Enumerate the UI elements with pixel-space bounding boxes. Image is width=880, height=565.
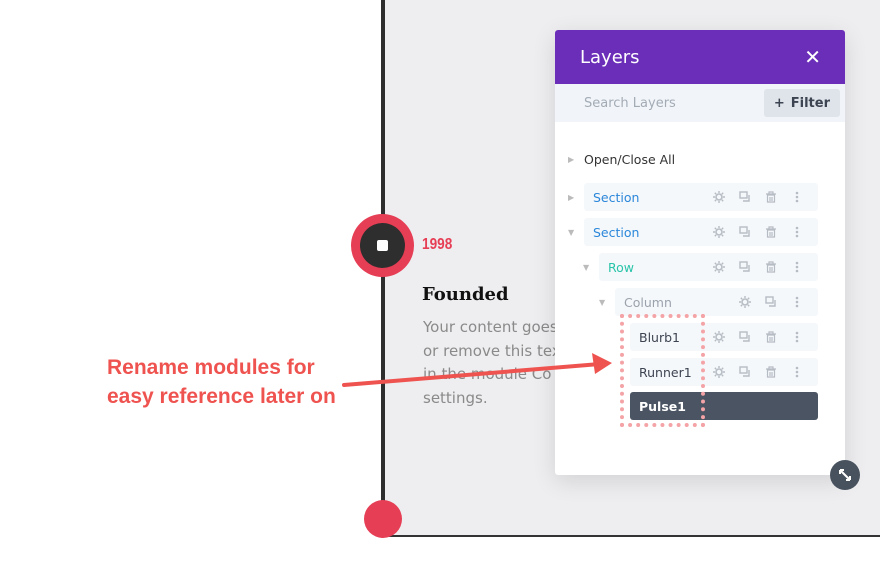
layer-item[interactable]: Column	[615, 288, 818, 316]
more-icon[interactable]	[784, 331, 810, 343]
close-icon[interactable]: ✕	[804, 45, 821, 69]
gear-icon[interactable]	[732, 296, 758, 308]
layer-item[interactable]: Section	[584, 183, 818, 211]
duplicate-icon[interactable]	[732, 331, 758, 343]
trash-icon[interactable]	[758, 226, 784, 238]
timeline-body: Your content goes or remove this tex in …	[423, 316, 561, 410]
layer-item[interactable]: Blurb1	[630, 323, 818, 351]
filter-label: Filter	[790, 95, 830, 111]
filter-button[interactable]: + Filter	[763, 89, 840, 117]
body-line: or remove this tex	[423, 341, 561, 360]
layer-label: Section	[593, 189, 640, 205]
trash-icon[interactable]	[758, 331, 784, 343]
timeline-marker	[351, 214, 414, 277]
duplicate-icon[interactable]	[758, 296, 784, 308]
layers-header: Layers ✕	[555, 30, 845, 84]
layer-item[interactable]: Runner1	[630, 358, 818, 386]
timeline-end-marker	[364, 500, 402, 538]
caret-right-icon: ▶	[568, 155, 575, 164]
more-icon[interactable]	[784, 191, 810, 203]
body-line: settings.	[423, 388, 488, 407]
trash-icon[interactable]	[758, 366, 784, 378]
more-icon[interactable]	[784, 261, 810, 273]
timeline-year: 1998	[422, 236, 453, 253]
layer-label: Runner1	[639, 364, 692, 380]
duplicate-icon[interactable]	[732, 191, 758, 203]
gear-icon[interactable]	[706, 226, 732, 238]
layer-label: Column	[624, 294, 672, 310]
layer-label: Blurb1	[639, 329, 680, 345]
gear-icon[interactable]	[706, 261, 732, 273]
layer-label: Section	[593, 224, 640, 240]
layer-item[interactable]: Row	[599, 253, 818, 281]
duplicate-icon[interactable]	[732, 261, 758, 273]
gear-icon[interactable]	[706, 191, 732, 203]
square-icon	[377, 240, 388, 251]
layer-row-column[interactable]: ▼ Column	[599, 288, 818, 316]
duplicate-icon[interactable]	[732, 366, 758, 378]
expand-icon[interactable]	[830, 460, 860, 490]
gear-icon[interactable]	[706, 331, 732, 343]
layer-row-section[interactable]: ▼ Section	[568, 218, 818, 246]
layer-row-row[interactable]: ▼ Row	[583, 253, 818, 281]
layers-search-bar: + Filter	[555, 84, 845, 122]
gear-icon[interactable]	[706, 366, 732, 378]
trash-icon[interactable]	[758, 261, 784, 273]
layers-title: Layers	[580, 46, 640, 68]
more-icon[interactable]	[784, 366, 810, 378]
open-close-all[interactable]: ▶ Open/Close All	[568, 152, 675, 167]
layer-label: Row	[608, 259, 634, 275]
caret-right-icon[interactable]: ▶	[568, 192, 575, 202]
more-icon[interactable]	[784, 226, 810, 238]
open-close-all-label: Open/Close All	[584, 152, 676, 167]
annotation-text: Rename modules for easy reference later …	[107, 356, 336, 408]
timeline-title: Founded	[422, 284, 509, 305]
caret-down-icon[interactable]: ▼	[568, 227, 575, 237]
trash-icon[interactable]	[758, 191, 784, 203]
layer-row-blurb1[interactable]: Blurb1	[630, 323, 818, 351]
plus-icon: +	[773, 95, 785, 111]
caret-down-icon[interactable]: ▼	[583, 262, 590, 272]
layer-row-section[interactable]: ▶ Section	[568, 183, 818, 211]
layer-label: Pulse1	[639, 398, 686, 414]
layer-row-runner1[interactable]: Runner1	[630, 358, 818, 386]
caret-down-icon[interactable]: ▼	[599, 297, 606, 307]
layer-row-pulse1[interactable]: Pulse1	[630, 392, 818, 420]
duplicate-icon[interactable]	[732, 226, 758, 238]
highlight-box	[620, 314, 705, 427]
search-layers-input[interactable]	[584, 95, 754, 111]
layer-item[interactable]: Pulse1	[630, 392, 818, 420]
body-line: Your content goes	[423, 318, 558, 336]
layer-item[interactable]: Section	[584, 218, 818, 246]
more-icon[interactable]	[784, 296, 810, 308]
